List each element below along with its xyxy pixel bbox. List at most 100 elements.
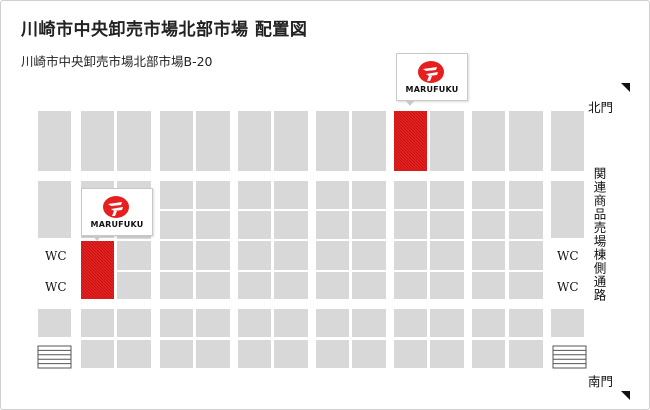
stall: [117, 241, 151, 270]
stall: [238, 181, 271, 209]
stall: [274, 272, 308, 299]
stall: [509, 340, 543, 368]
stall: [238, 241, 271, 270]
marufuku-logo-icon: [103, 196, 129, 218]
stall: [196, 111, 230, 171]
stall: [238, 272, 271, 299]
stall: [160, 181, 193, 209]
gate-markers: [621, 83, 630, 400]
stall: [316, 272, 349, 299]
stall: [196, 309, 230, 337]
stall: [160, 241, 193, 270]
page-title: 川崎市中央卸売市場北部市場 配置図: [21, 20, 308, 40]
stall: [196, 241, 230, 270]
stall: [430, 211, 464, 239]
stall: [394, 272, 427, 299]
stall: [81, 340, 114, 368]
stairs: [37, 345, 587, 369]
gate-corner-marker: [621, 391, 630, 400]
shop-marker-callout[interactable]: MARUFUKU: [396, 53, 468, 101]
wc-label: WC: [557, 249, 579, 263]
highlighted-stalls: [81, 111, 427, 299]
stall: [316, 340, 349, 368]
gate-corner-marker: [621, 83, 630, 92]
stall: [394, 181, 427, 209]
stall: [196, 211, 230, 239]
stall: [352, 111, 386, 171]
marker-logo-text: MARUFUKU: [90, 220, 144, 229]
stall: [274, 181, 308, 209]
stall: [551, 309, 584, 337]
stall: [160, 111, 193, 171]
north-gate-label: 北門: [588, 100, 614, 115]
stall: [509, 211, 543, 239]
stall: [160, 211, 193, 239]
stall: [352, 181, 386, 209]
stall: [196, 340, 230, 368]
stall: [316, 211, 349, 239]
wc-label: WC: [45, 249, 67, 263]
stall: [274, 111, 308, 171]
wc-label: WC: [557, 280, 579, 294]
stall: [394, 241, 427, 270]
stall: [274, 340, 308, 368]
stall: [274, 241, 308, 270]
stall: [430, 181, 464, 209]
stall: [472, 211, 505, 239]
stall: [238, 111, 271, 171]
stall: [472, 181, 505, 209]
stall: [509, 241, 543, 270]
stall: [430, 111, 464, 171]
south-gate-label: 南門: [588, 374, 614, 389]
stall: [160, 309, 193, 337]
stall: [352, 241, 386, 270]
stall: [551, 181, 584, 238]
stall: [551, 111, 584, 171]
stall: [38, 181, 71, 238]
stall: [316, 111, 349, 171]
stall: [196, 181, 230, 209]
stall: [81, 111, 114, 171]
stall: [430, 340, 464, 368]
stall: [352, 309, 386, 337]
stall: [238, 340, 271, 368]
highlighted-stall: [394, 111, 427, 171]
stall: [160, 340, 193, 368]
stairs-bg: [552, 345, 587, 369]
stall: [394, 211, 427, 239]
stairs-bg: [37, 345, 72, 369]
stall: [509, 181, 543, 209]
stall: [196, 272, 230, 299]
stall: [81, 309, 114, 337]
stall: [117, 111, 151, 171]
stall-blocks: [38, 111, 584, 368]
stall: [394, 340, 427, 368]
stall: [352, 340, 386, 368]
callout-pointer: [405, 100, 415, 106]
stall: [316, 181, 349, 209]
stall: [509, 309, 543, 337]
shop-marker-callout[interactable]: MARUFUKU: [81, 188, 153, 236]
stall: [274, 309, 308, 337]
stairs-icon: [37, 345, 72, 369]
stall: [117, 272, 151, 299]
stairs-icon: [552, 345, 587, 369]
stall: [472, 111, 505, 171]
stall: [352, 272, 386, 299]
stall: [472, 272, 505, 299]
marufuku-logo-icon: [418, 61, 444, 83]
market-address: 川崎市中央卸売市場北部市場B-20: [21, 54, 213, 69]
stall: [274, 211, 308, 239]
stall: [430, 241, 464, 270]
stall: [472, 340, 505, 368]
stall: [38, 309, 71, 337]
stall: [117, 309, 151, 337]
side-road-label: 関連商品売場棟側通路: [591, 167, 607, 302]
stall: [238, 309, 271, 337]
stall: [430, 309, 464, 337]
stall: [38, 111, 71, 171]
stall: [509, 272, 543, 299]
highlighted-stall: [81, 241, 114, 299]
